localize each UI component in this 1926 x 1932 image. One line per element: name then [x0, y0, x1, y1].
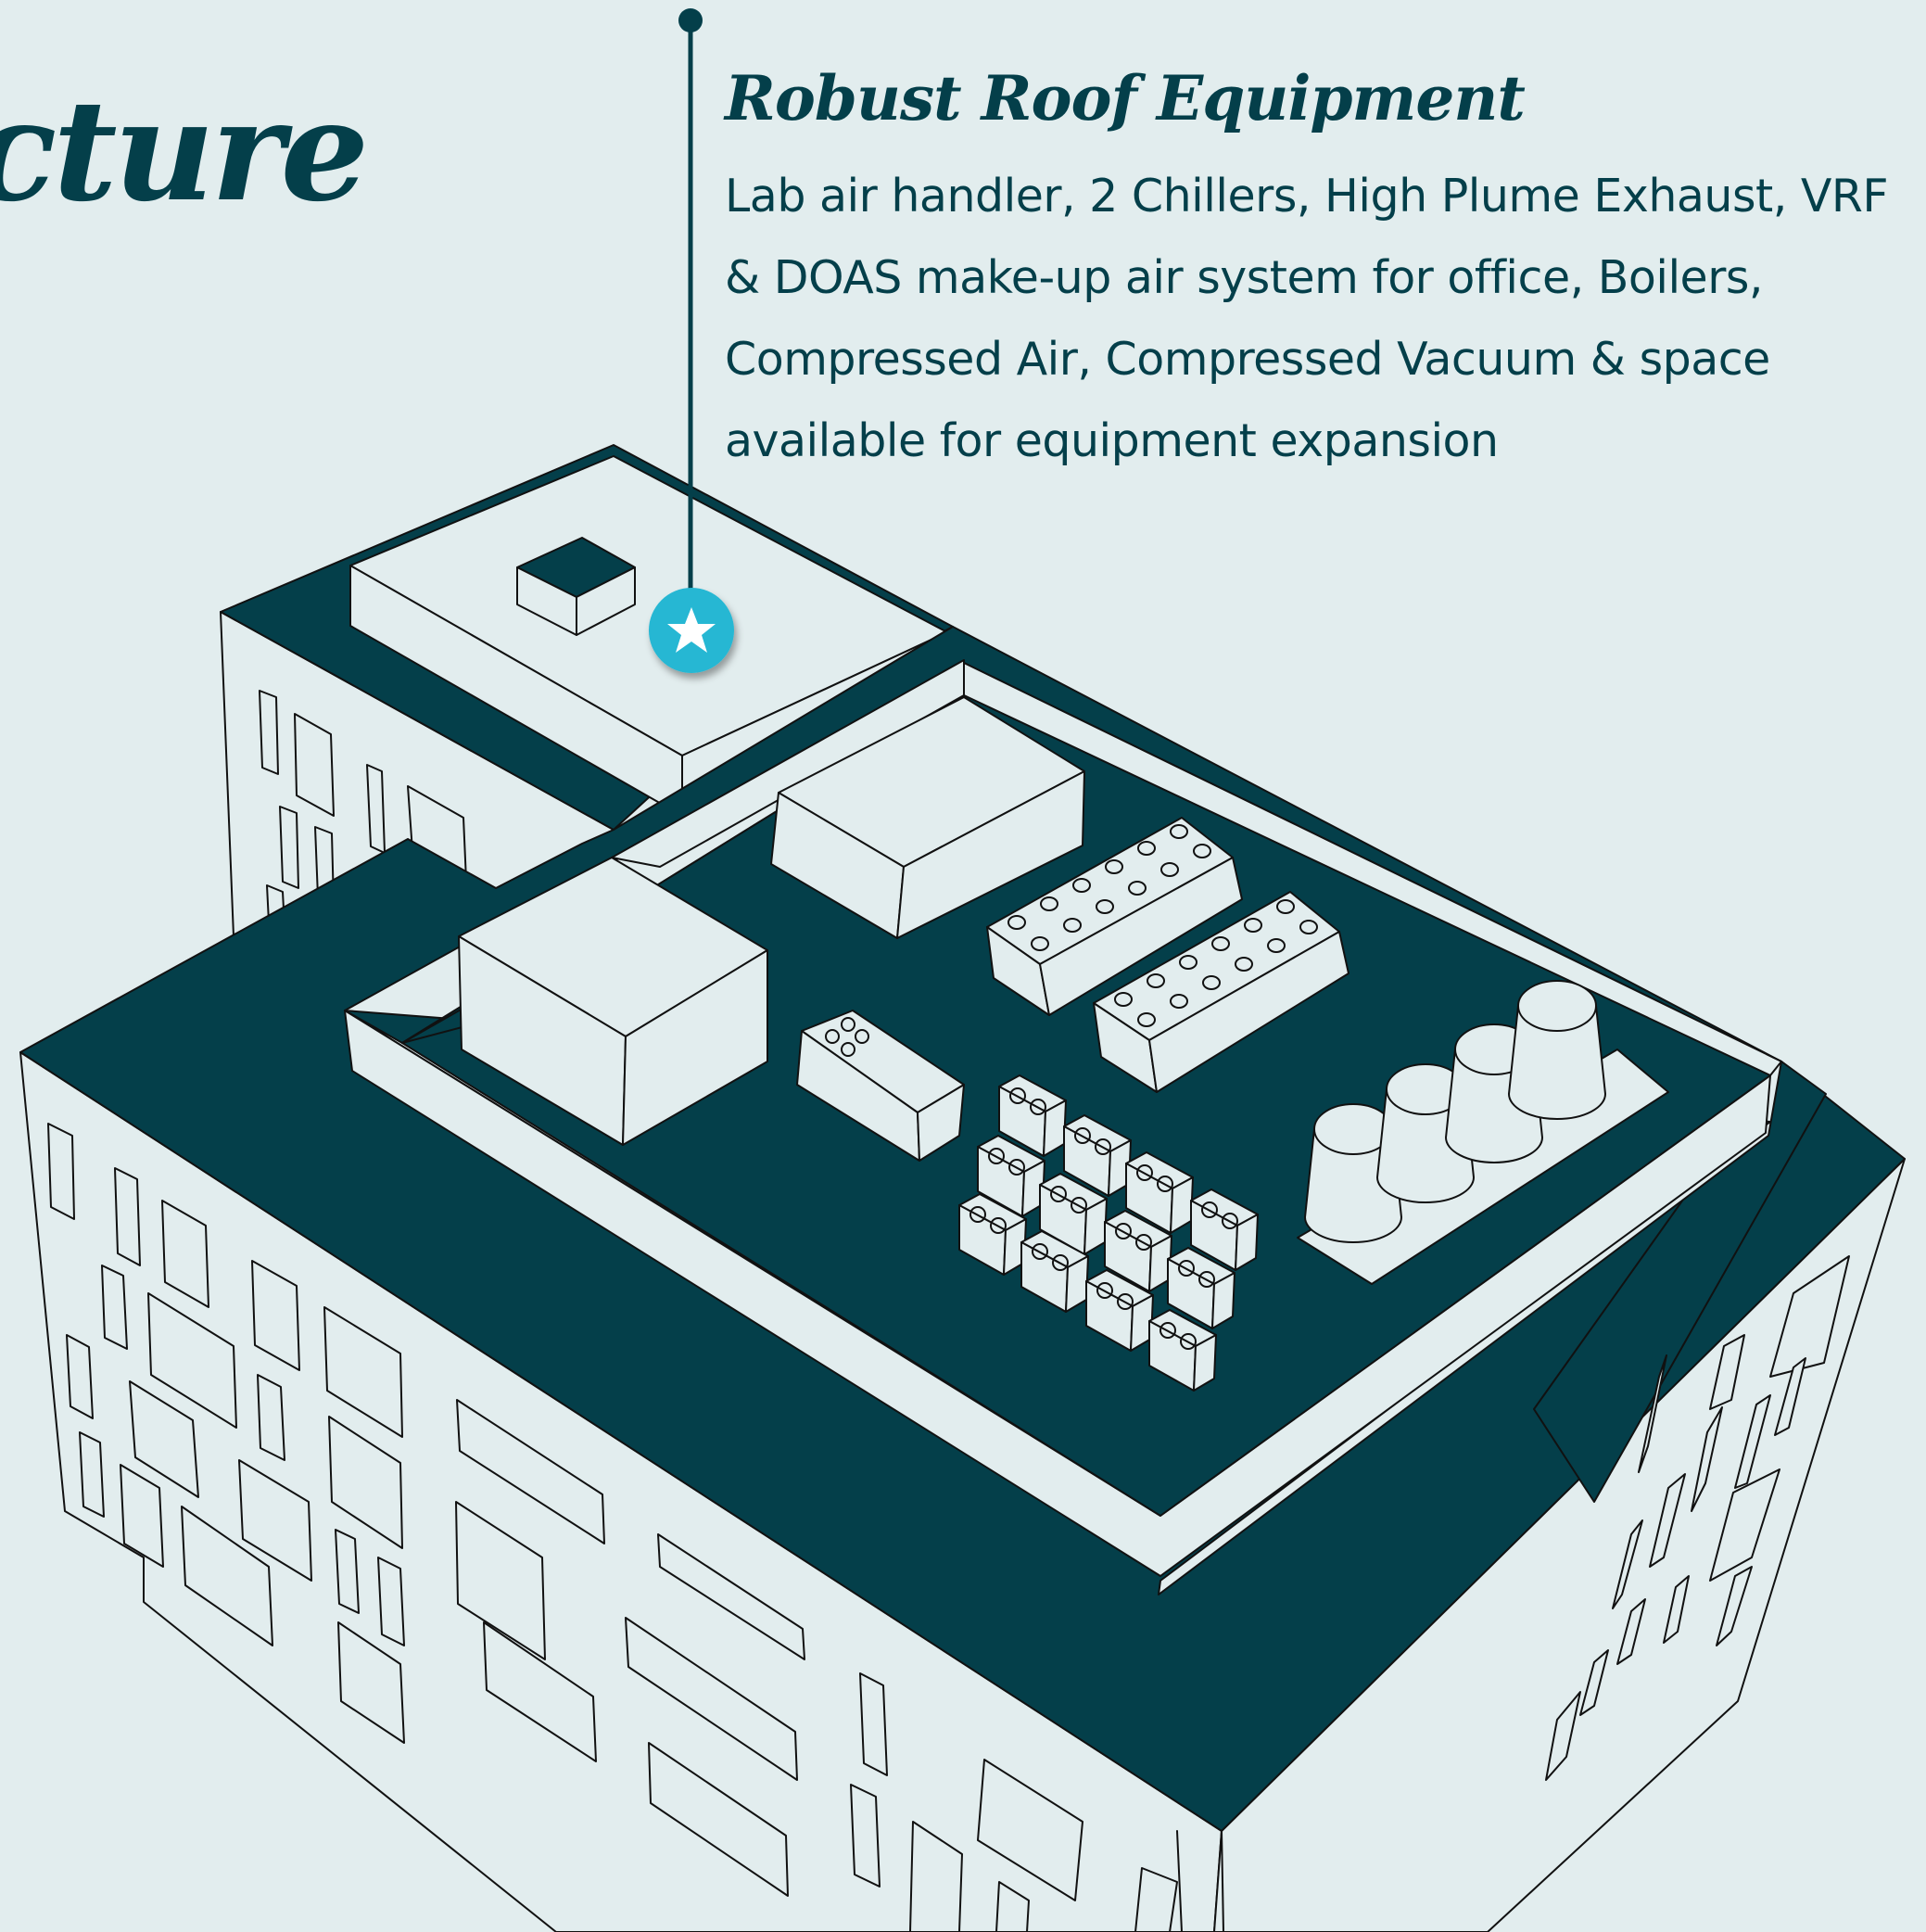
- callout-line-2: & DOAS make-up air system for office, Bo…: [725, 251, 1763, 304]
- callout-title: Robust Roof Equipment: [725, 62, 1526, 134]
- front-right-windows: [1545, 1255, 1850, 1781]
- doas-unit: [770, 696, 1085, 939]
- callout-leader: [678, 8, 703, 630]
- exhaust-fan: [998, 1074, 1067, 1157]
- vrf-unit: [796, 1010, 965, 1162]
- exhaust-fan: [1167, 1247, 1235, 1329]
- boiler-cylinder: [1508, 980, 1606, 1120]
- boilers: [1297, 980, 1669, 1285]
- callout-line-1: Lab air handler, 2 Chillers, High Plume …: [725, 170, 1889, 222]
- exhaust-fan: [1104, 1210, 1172, 1292]
- high-plume-exhaust: [958, 1074, 1259, 1392]
- exhaust-fan: [1148, 1309, 1217, 1392]
- exhaust-fan: [1125, 1151, 1194, 1234]
- chiller-1: [986, 817, 1243, 1016]
- callout-line-4: available for equipment expansion: [725, 414, 1499, 467]
- boiler-cylinder: [1304, 1103, 1402, 1243]
- front-left-windows: [47, 1123, 1224, 1932]
- exhaust-fan: [1085, 1269, 1154, 1352]
- exhaust-fan: [1190, 1188, 1259, 1271]
- roof-deck: [344, 659, 1782, 1595]
- section-heading: cture: [0, 70, 369, 233]
- star-icon[interactable]: [649, 588, 734, 673]
- callout-line-3: Compressed Air, Compressed Vacuum & spac…: [725, 333, 1770, 386]
- chiller-2: [1093, 891, 1349, 1093]
- exhaust-fan: [1020, 1230, 1089, 1313]
- lab-air-handler: [458, 857, 768, 1146]
- callout-description: Lab air handler, 2 Chillers, High Plume …: [725, 156, 1889, 482]
